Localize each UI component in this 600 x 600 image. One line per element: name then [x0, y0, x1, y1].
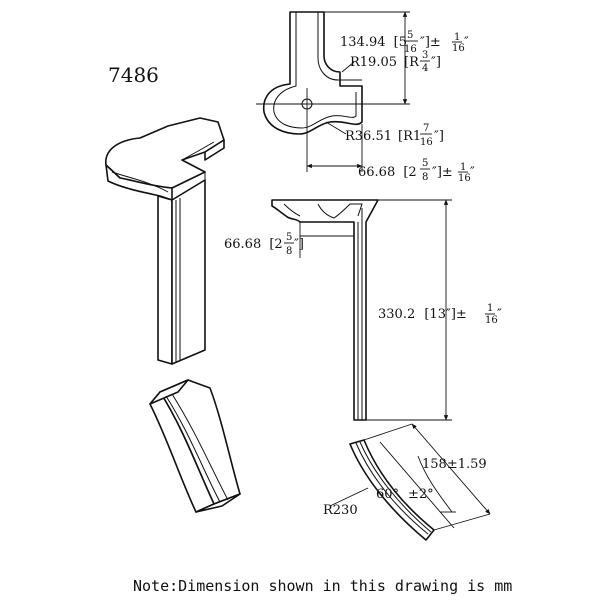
dimension-note: Note:Dimension shown in this drawing is …	[133, 577, 512, 595]
top-depth-tol-num: 1	[460, 162, 466, 173]
svg-text:″: ″	[470, 165, 475, 180]
side-height-dim: 330.2	[378, 307, 415, 322]
side-width-dim: 66.68	[224, 237, 261, 252]
svg-text:330.2 [13″]±: 330.2 [13″]±	[378, 307, 467, 322]
svg-text:134.94 [5: 134.94 [5	[340, 35, 407, 50]
top-depth-tol-den: 16	[458, 173, 471, 184]
top-depth-num: 5	[422, 158, 428, 169]
isometric-bracket	[105, 117, 225, 365]
top-width-frac-den: 16	[404, 44, 417, 55]
isometric-arc-segment	[149, 379, 241, 513]
top-width-tol-den: 16	[452, 43, 465, 54]
top-depth-den: 8	[422, 172, 428, 183]
part-number: 7486	[108, 63, 159, 87]
svg-text:[R: [R	[404, 55, 420, 70]
radius-small-den: 4	[422, 63, 428, 74]
top-width-dim: 134.94	[340, 35, 386, 50]
svg-text:″]: ″]	[294, 237, 304, 252]
svg-text:″]: ″]	[434, 129, 444, 144]
top-width-tol-num: 1	[454, 32, 460, 43]
radius-large-num: 7	[423, 123, 429, 134]
svg-text:″]: ″]	[431, 55, 441, 70]
svg-text:66.68 [2: 66.68 [2	[224, 237, 283, 252]
side-height-tol-num: 1	[487, 303, 493, 314]
arc-radius: R230	[323, 503, 358, 518]
arc-angle: 60°	[376, 487, 399, 502]
top-view: 134.94 [5 5 16 ″]± 1 16 ″ R19.05 [R 3 4 …	[256, 11, 475, 184]
side-height-tol-den: 16	[485, 315, 498, 326]
arc-angle-tol: ±2°	[408, 487, 434, 502]
top-width-close: ″]±	[420, 35, 441, 50]
top-width-tol-unit: ″	[464, 35, 469, 50]
radius-large: R36.51	[345, 129, 392, 144]
side-width-num: 5	[286, 232, 292, 243]
svg-text:66.68 [2: 66.68 [2	[358, 165, 417, 180]
svg-text:[R1: [R1	[398, 129, 421, 144]
side-width-den: 8	[286, 246, 292, 257]
radius-large-den: 16	[420, 137, 433, 148]
top-width-frac-num: 5	[407, 30, 413, 41]
svg-text:″: ″	[497, 307, 502, 322]
arc-view: 158±1.59 60° ±2° R230	[323, 423, 491, 541]
radius-small: R19.05	[350, 55, 397, 70]
radius-small-num: 3	[422, 50, 428, 61]
side-view: 66.68 [2 5 8 ″] 330.2 [13″]± 1 16 ″	[224, 199, 502, 421]
top-depth-dim: 66.68	[358, 165, 395, 180]
arc-chord-dim: 158±1.59	[422, 457, 487, 472]
svg-text:″]±: ″]±	[432, 165, 453, 180]
